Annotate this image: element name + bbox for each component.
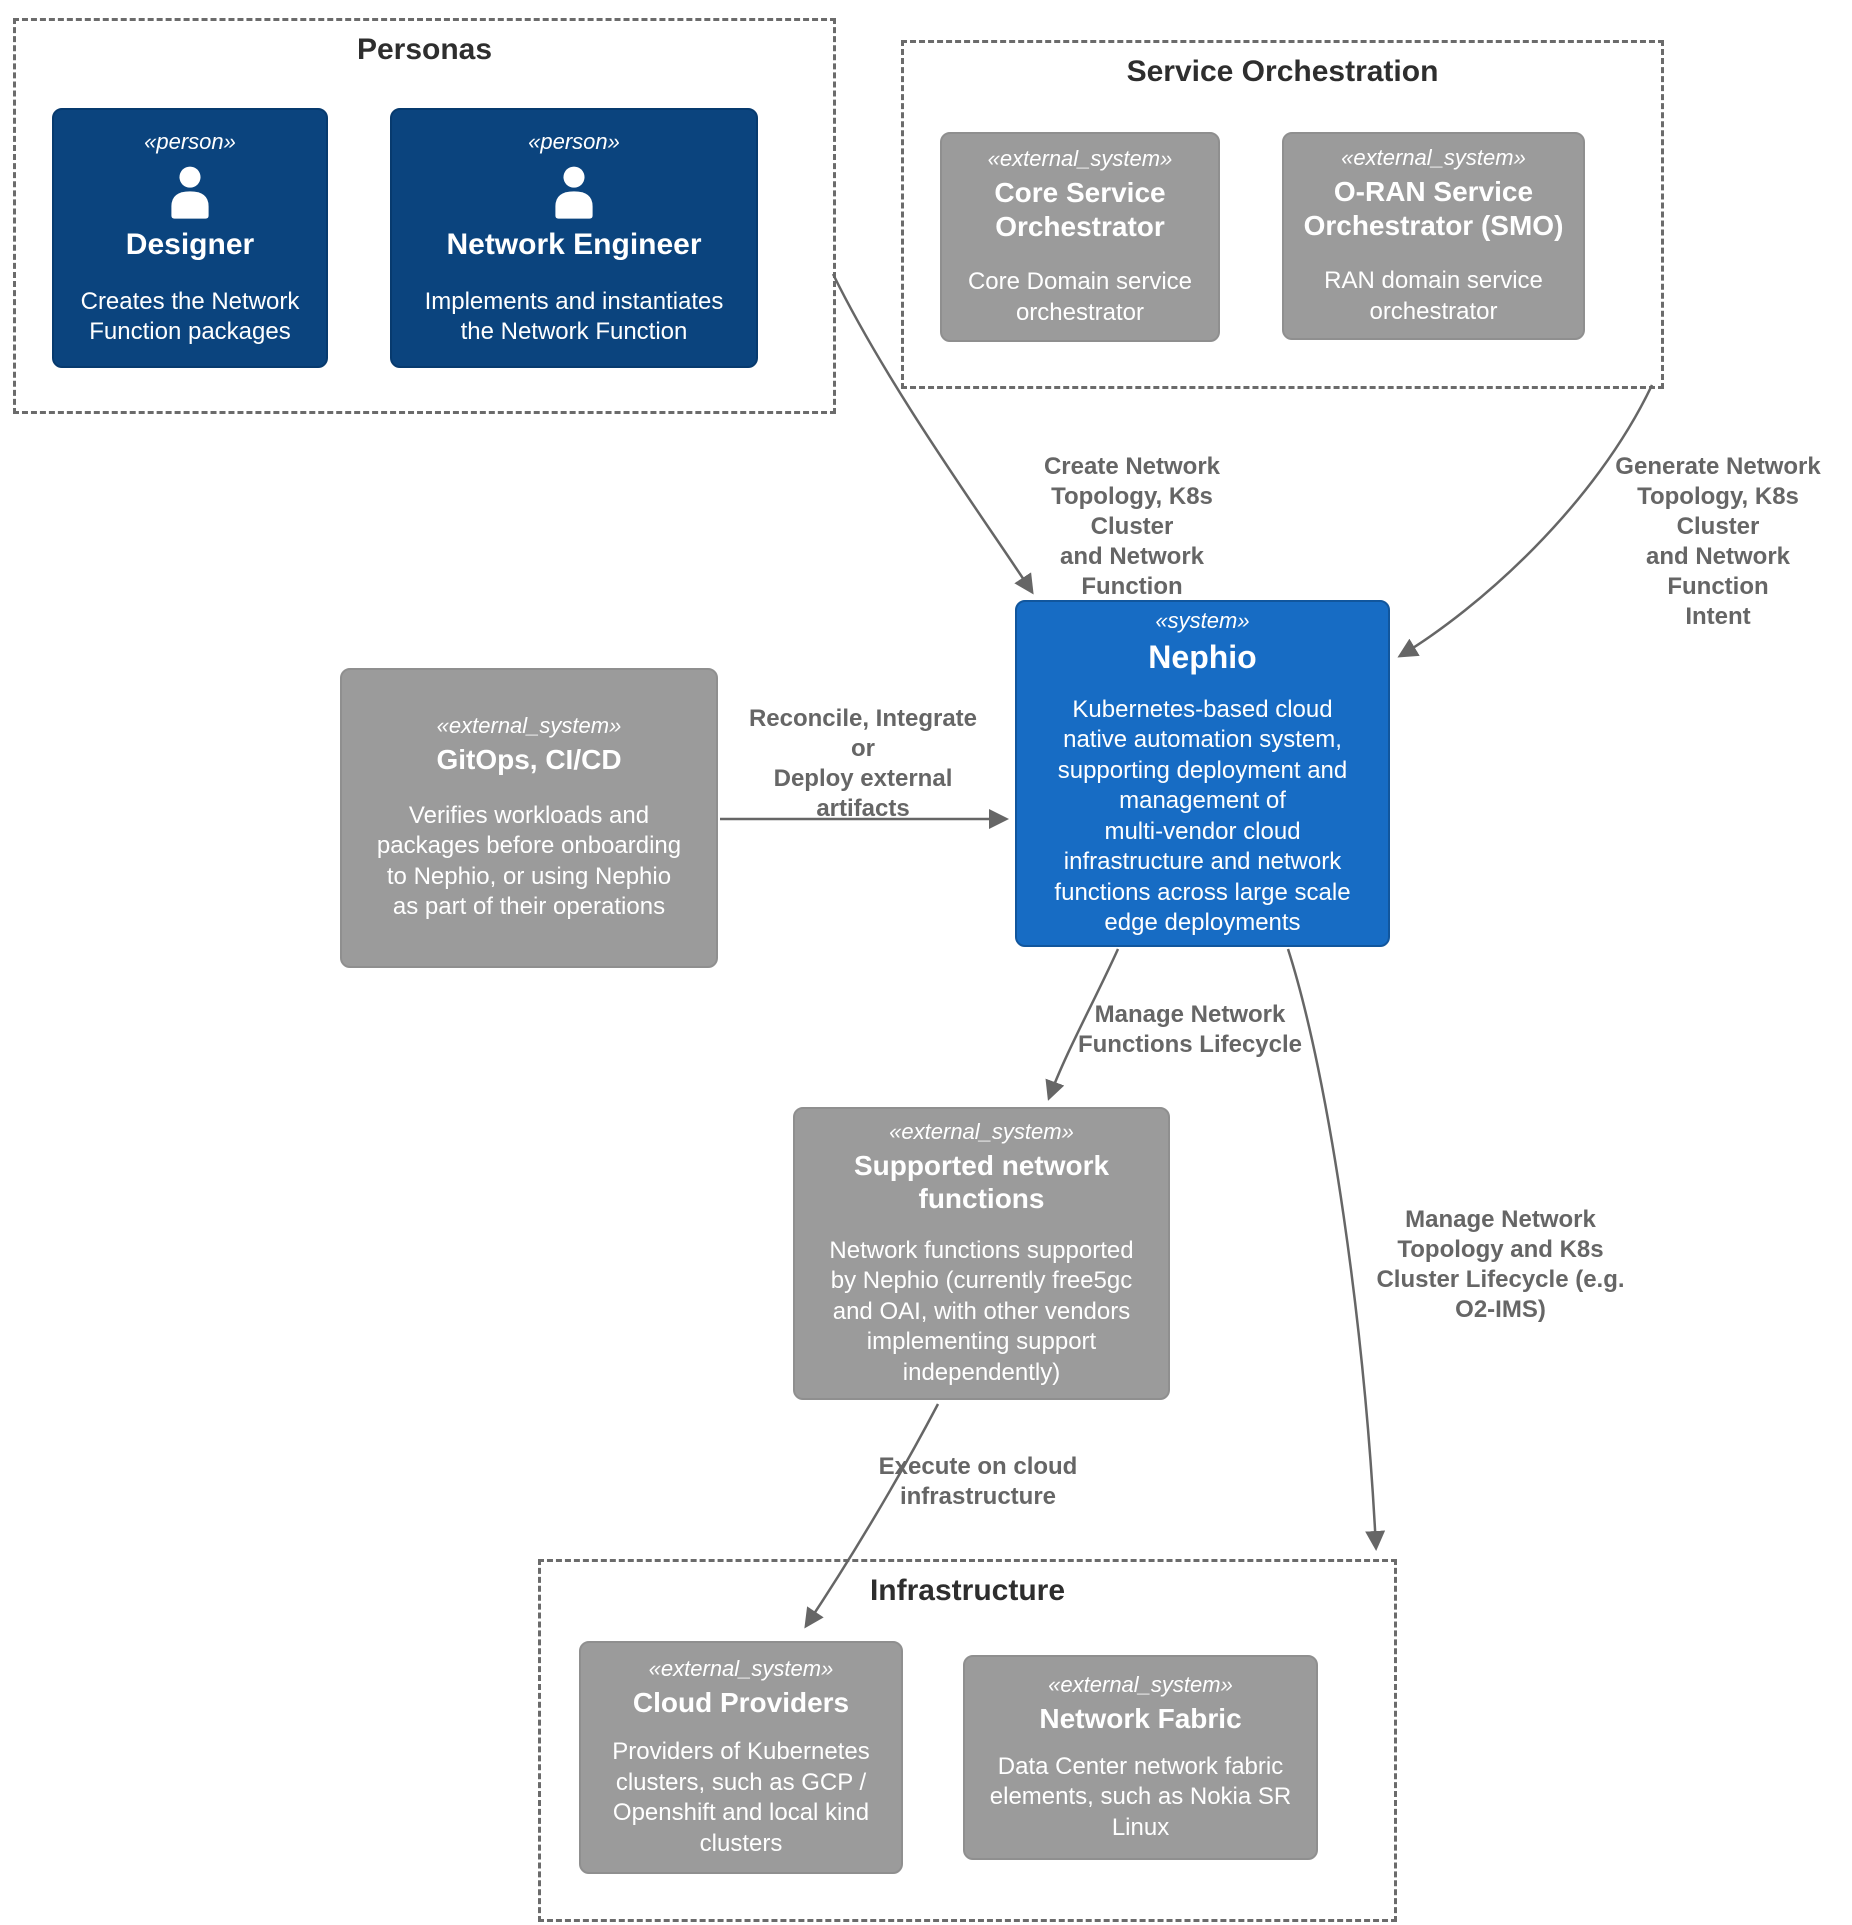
edge-execute <box>804 1403 940 1629</box>
network-fabric-description: Data Center network fabric elements, suc… <box>989 1752 1292 1841</box>
network-fabric-name: Network Fabric <box>1039 1703 1242 1734</box>
edge-label-reconcile: Reconcile, Integrate or Deploy external … <box>748 705 978 822</box>
nephio-description: Kubernetes-based cloud native automation… <box>1054 695 1351 937</box>
network-engineer-description: Implements and instantiates the Network … <box>424 287 724 345</box>
boundary-infrastructure-title: Infrastructure <box>869 1574 1066 1607</box>
gitops-description: Verifies workloads and packages before o… <box>376 801 682 921</box>
boundary-infrastructure: Infrastructure <box>538 1559 1397 1922</box>
node-network-engineer: «person» Network Engineer Implements and… <box>390 108 758 368</box>
designer-name: Designer <box>125 227 255 261</box>
edge-manage-topology <box>1286 948 1386 1551</box>
node-cloud-providers: «external_system» Cloud Providers Provid… <box>579 1641 903 1874</box>
edge-manage-nf <box>1045 948 1120 1101</box>
supported-nf-description: Network functions supported by Nephio (c… <box>829 1236 1134 1386</box>
supported-nf-stereotype: «external_system» <box>889 1118 1074 1144</box>
designer-stereotype: «person» <box>144 128 236 154</box>
person-icon <box>555 166 593 219</box>
nephio-name: Nephio <box>1148 639 1257 676</box>
gitops-name: GitOps, CI/CD <box>436 744 622 776</box>
boundary-personas-title: Personas <box>356 33 493 66</box>
network-engineer-name: Network Engineer <box>446 227 702 261</box>
gitops-stereotype: «external_system» <box>436 713 622 739</box>
boundary-service-orchestration-title: Service Orchestration <box>1126 55 1439 88</box>
node-oran-smo: «external_system» O-RAN Service Orchestr… <box>1282 132 1585 340</box>
nephio-stereotype: «system» <box>1155 608 1250 634</box>
edge-create-intent <box>831 273 1034 595</box>
cloud-providers-description: Providers of Kubernetes clusters, such a… <box>612 1738 870 1857</box>
network-fabric-stereotype: «external_system» <box>1048 1672 1233 1697</box>
node-nephio: «system» Nephio Kubernetes-based cloud n… <box>1015 600 1390 947</box>
core-service-orchestrator-name: Core Service Orchestrator <box>994 176 1166 242</box>
edge-label-generate-intent: Generate Network Topology, K8s Cluster a… <box>1615 453 1821 630</box>
person-icon <box>171 166 209 219</box>
network-engineer-stereotype: «person» <box>528 128 620 154</box>
oran-smo-stereotype: «external_system» <box>1341 144 1526 170</box>
boundary-personas: Personas <box>13 18 836 414</box>
node-core-service-orchestrator: «external_system» Core Service Orchestra… <box>940 132 1220 342</box>
boundary-service-orchestration: Service Orchestration <box>901 40 1664 389</box>
oran-smo-description: RAN domain service orchestrator <box>1324 267 1543 325</box>
core-service-orchestrator-stereotype: «external_system» <box>987 145 1173 171</box>
edge-label-manage-topology: Manage Network Topology and K8s Cluster … <box>1376 1206 1625 1323</box>
cloud-providers-name: Cloud Providers <box>632 1686 850 1718</box>
supported-nf-name: Supported network functions <box>853 1149 1110 1215</box>
designer-description: Creates the Network Function packages <box>80 287 300 345</box>
cloud-providers-stereotype: «external_system» <box>648 1655 834 1681</box>
oran-smo-name: O-RAN Service Orchestrator (SMO) <box>1303 175 1564 241</box>
core-service-orchestrator-description: Core Domain service orchestrator <box>967 268 1193 326</box>
node-network-fabric: «external_system» Network Fabric Data Ce… <box>963 1655 1318 1860</box>
edge-generate-intent <box>1397 384 1654 658</box>
node-supported-network-functions: «external_system» Supported network func… <box>793 1107 1170 1400</box>
node-designer: «person» Designer Creates the Network Fu… <box>52 108 328 368</box>
edge-label-manage-nf: Manage Network Functions Lifecycle <box>1077 1001 1303 1058</box>
node-gitops: «external_system» GitOps, CI/CD Verifies… <box>340 668 718 968</box>
edge-label-execute: Execute on cloud infrastructure <box>878 1453 1078 1510</box>
